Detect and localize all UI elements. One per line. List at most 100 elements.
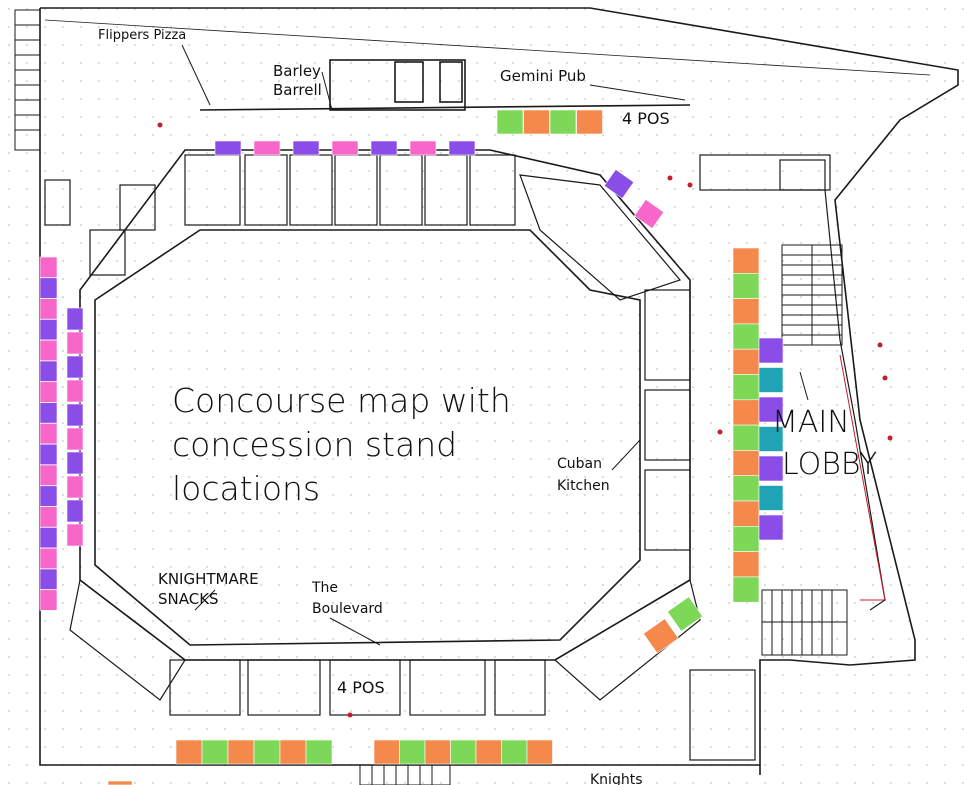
gemini-pub-stands xyxy=(496,109,603,135)
concession-stand-green[interactable] xyxy=(501,739,528,765)
concession-stand-orange[interactable] xyxy=(475,739,502,765)
map-title-line-1: Concourse map with xyxy=(172,381,511,420)
west-room-b xyxy=(119,184,156,231)
concession-stand-purple[interactable] xyxy=(39,485,58,507)
concession-stand-pink[interactable] xyxy=(39,589,58,611)
concession-stand-pink[interactable] xyxy=(409,140,437,156)
concession-stand-green[interactable] xyxy=(305,739,333,765)
concession-stand-orange[interactable] xyxy=(175,739,203,765)
concession-stand-orange[interactable] xyxy=(732,500,760,527)
concession-stand-pink[interactable] xyxy=(39,423,58,445)
label-kitchen: Kitchen xyxy=(557,478,610,494)
concession-stand-purple[interactable] xyxy=(66,499,84,523)
concession-stand-pink[interactable] xyxy=(39,464,58,486)
concession-stand-pink[interactable] xyxy=(66,427,84,451)
concession-stand-pink[interactable] xyxy=(253,140,281,156)
concession-stand-purple[interactable] xyxy=(39,360,58,382)
arena-inner-wall xyxy=(94,229,641,646)
concession-stand-pink[interactable] xyxy=(633,199,665,229)
knightmare-pointer xyxy=(194,589,216,611)
label-4-pos-top: 4 POS xyxy=(622,109,670,128)
concession-stand-green[interactable] xyxy=(201,739,229,765)
concession-stand-teal[interactable] xyxy=(758,367,784,393)
concession-stand-purple[interactable] xyxy=(66,403,84,427)
east-suites xyxy=(644,289,691,551)
north-roof-line xyxy=(44,19,931,76)
concession-stand-purple[interactable] xyxy=(214,140,242,156)
concession-stand-purple[interactable] xyxy=(39,568,58,590)
concession-stand-orange[interactable] xyxy=(732,298,760,325)
concession-stand-green[interactable] xyxy=(549,109,577,135)
concession-stand-green[interactable] xyxy=(667,596,703,632)
concession-stand-orange[interactable] xyxy=(732,450,760,476)
label-gemini-pub: Gemini Pub xyxy=(500,67,586,85)
concession-stand-orange[interactable] xyxy=(227,739,255,765)
concession-stand-purple[interactable] xyxy=(758,396,784,423)
concession-stand-orange[interactable] xyxy=(424,739,451,765)
concession-stand-green[interactable] xyxy=(732,272,760,299)
concession-stand-pink[interactable] xyxy=(39,547,58,570)
label-boulevard: Boulevard xyxy=(312,601,383,617)
concession-stand-pink[interactable] xyxy=(39,381,58,403)
concession-stand-green[interactable] xyxy=(732,576,760,603)
concession-stand-orange[interactable] xyxy=(732,348,760,375)
concession-stand-green[interactable] xyxy=(399,739,426,765)
concession-stand-orange[interactable] xyxy=(643,618,679,654)
concession-stand-green[interactable] xyxy=(253,739,281,765)
concession-stand-green[interactable] xyxy=(732,525,760,552)
south-stair xyxy=(359,764,451,785)
west-inner-column xyxy=(66,307,84,547)
label-knights: Knights xyxy=(590,772,643,785)
concession-stand-purple[interactable] xyxy=(758,514,784,541)
concession-stand-green[interactable] xyxy=(732,424,760,451)
concession-stand-purple[interactable] xyxy=(66,451,84,475)
north-suites xyxy=(184,154,516,226)
concession-stand-pink[interactable] xyxy=(66,523,84,547)
concession-stand-pink[interactable] xyxy=(39,339,58,362)
concession-stand-green[interactable] xyxy=(732,374,760,401)
northeast-rooms xyxy=(519,174,682,301)
concession-stand-purple[interactable] xyxy=(292,140,320,156)
concession-stand-pink[interactable] xyxy=(66,475,84,499)
concession-stand-green[interactable] xyxy=(732,323,760,350)
concession-stand-green[interactable] xyxy=(732,475,760,502)
concession-stand-purple[interactable] xyxy=(66,355,84,379)
concession-stand-green[interactable] xyxy=(450,739,477,765)
concession-stand-orange[interactable] xyxy=(526,739,553,765)
concession-stand-purple[interactable] xyxy=(39,319,58,341)
concession-stand-orange[interactable] xyxy=(523,109,550,135)
concession-stand-purple[interactable] xyxy=(758,337,784,364)
concession-stand-purple[interactable] xyxy=(39,277,58,299)
north-stair xyxy=(439,61,463,103)
concession-stand-purple[interactable] xyxy=(370,140,398,156)
concession-stand-green[interactable] xyxy=(496,109,524,135)
concession-stand-pink[interactable] xyxy=(39,256,58,278)
concession-stand-orange[interactable] xyxy=(732,399,760,426)
label-main: MAIN xyxy=(772,405,850,440)
concession-stand-purple[interactable] xyxy=(66,307,84,331)
concession-stand-pink[interactable] xyxy=(66,379,84,403)
concession-stand-orange[interactable] xyxy=(576,109,603,135)
concession-stand-pink[interactable] xyxy=(39,506,58,528)
concession-stand-pink[interactable] xyxy=(66,331,84,355)
concession-stand-orange[interactable] xyxy=(732,551,760,578)
southeast-kitchen xyxy=(689,669,756,761)
concession-stand-pink[interactable] xyxy=(331,140,359,156)
concession-stand-purple[interactable] xyxy=(603,169,635,199)
concession-stand-orange[interactable] xyxy=(373,739,400,765)
concession-stands xyxy=(39,109,784,785)
concession-stand-purple[interactable] xyxy=(448,140,476,156)
concession-stand-purple[interactable] xyxy=(39,402,58,424)
concession-stand-pink[interactable] xyxy=(39,298,58,320)
concession-stand-orange[interactable] xyxy=(107,780,133,785)
concession-stand-purple[interactable] xyxy=(39,527,58,549)
bottom-stub-stand xyxy=(107,780,133,785)
concession-stand-teal[interactable] xyxy=(758,485,784,511)
concession-stand-orange[interactable] xyxy=(732,247,760,274)
concession-stand-purple[interactable] xyxy=(758,455,784,482)
concession-stand-teal[interactable] xyxy=(758,426,784,452)
concession-stand-purple[interactable] xyxy=(39,443,58,466)
concession-stand-orange[interactable] xyxy=(279,739,307,765)
map-title-line-2: concession stand xyxy=(172,425,457,464)
